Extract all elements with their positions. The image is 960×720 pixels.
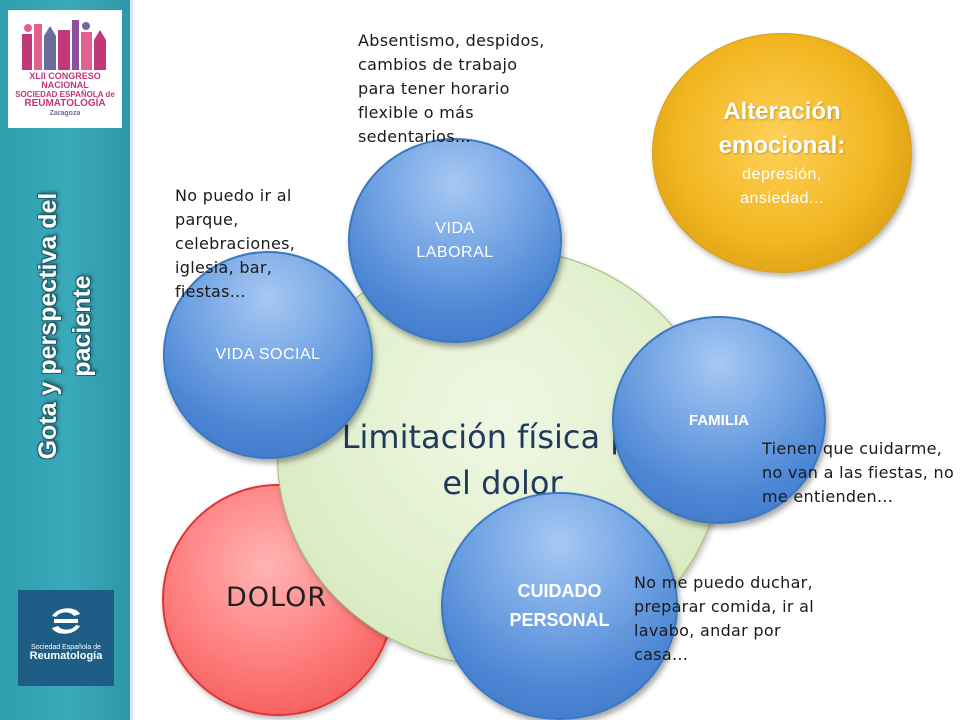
cuidado-personal-circle: CUIDADO PERSONAL bbox=[441, 492, 678, 720]
vida-social-circle: VIDA SOCIAL bbox=[163, 251, 373, 459]
ser-logo-icon bbox=[52, 608, 80, 634]
dolor-label: DOLOR bbox=[226, 582, 328, 613]
ser-logo: Sociedad Española de Reumatología bbox=[18, 590, 114, 686]
sidebar: XLII CONGRESO NACIONAL SOCIEDAD ESPAÑOLA… bbox=[0, 0, 130, 720]
vida-social-label: VIDA SOCIAL bbox=[215, 346, 321, 363]
sidebar-title-line2: paciente bbox=[68, 275, 96, 377]
vida-laboral-circle: VIDA LABORAL bbox=[348, 138, 562, 343]
note-familia: Tienen que cuidarme, no van a las fiesta… bbox=[762, 439, 955, 506]
vida-laboral-label: VIDA LABORAL bbox=[416, 219, 494, 261]
sidebar-divider bbox=[130, 0, 133, 720]
congress-logo-line: REUMATOLOGÍA bbox=[24, 98, 106, 110]
city-skyline-icon bbox=[22, 20, 106, 70]
congress-logo-line: XLII CONGRESO NACIONAL bbox=[29, 71, 101, 91]
familia-label: FAMILIA bbox=[689, 411, 749, 429]
ser-logo-line2: Reumatología bbox=[29, 650, 103, 663]
congress-logo-text: XLII CONGRESO NACIONAL SOCIEDAD ESPAÑOLA… bbox=[12, 71, 118, 117]
note-cuidado-personal: No me puedo duchar, preparar comida, ir … bbox=[634, 573, 814, 664]
congress-logo: XLII CONGRESO NACIONAL SOCIEDAD ESPAÑOLA… bbox=[8, 10, 122, 128]
sidebar-title-line1: Gota y perspectiva del bbox=[34, 192, 62, 460]
ser-logo-line1: Sociedad Española de bbox=[30, 644, 102, 651]
congress-logo-line: SOCIEDAD ESPAÑOLA de bbox=[15, 89, 115, 99]
alteracion-emocional-circle: Alteración emocional: depresión, ansieda… bbox=[652, 33, 912, 273]
alteracion-emocional-subtitle: depresión, ansiedad... bbox=[740, 166, 824, 207]
note-vida-laboral: Absentismo, despidos, cambios de trabajo… bbox=[358, 31, 545, 146]
cuidado-personal-label: CUIDADO PERSONAL bbox=[509, 581, 610, 630]
limitation-label: Limitación física por el dolor bbox=[341, 418, 664, 502]
congress-logo-line: Zaragoza bbox=[49, 109, 81, 117]
alteracion-emocional-title: Alteración emocional: bbox=[718, 98, 846, 159]
familia-circle: FAMILIA bbox=[612, 316, 826, 524]
note-vida-social: No puedo ir al parque, celebraciones, ig… bbox=[175, 186, 296, 301]
